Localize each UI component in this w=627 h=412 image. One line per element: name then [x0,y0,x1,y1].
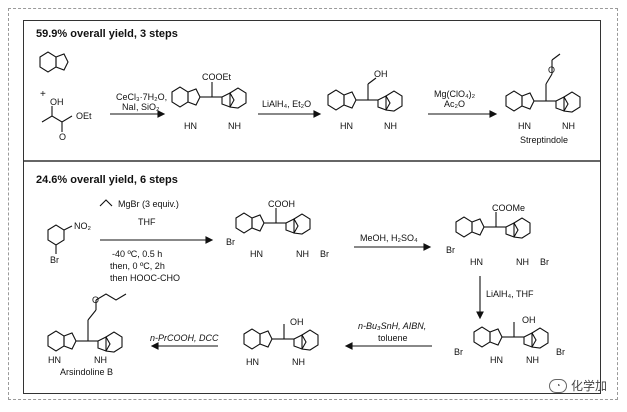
hn-label-2: HN [340,121,353,131]
indole-structure [39,51,69,73]
route2-header: 24.6% overall yield, 6 steps [36,174,178,186]
nh-label-d: NH [94,355,107,365]
step1-reagent-line2: NaI, SiO₂ [122,102,160,112]
hn-label-b: HN [490,355,503,365]
section-divider [24,160,600,162]
pyruvate-o-label: O [59,132,67,142]
bromo-label-a1: Br [226,237,235,247]
arsindoline-name: Arsindoline B [60,367,114,377]
nh-label-e: NH [516,257,529,267]
bromonitrobenzene-structure [47,224,73,254]
hn-label-r2a: HN [250,249,263,259]
dibromo-ester-structure [455,212,531,239]
step3-reagent-line1: Mg(ClO₄)₂ [434,89,476,99]
bisindole-ester-structure [171,82,247,109]
esterification-reagent: MeOH, H₂SO₄ [360,233,418,243]
bromo-label-a2: Br [320,249,329,259]
watermark-text: 化学加 [570,379,607,393]
ethyl-pyruvate-structure [41,106,73,132]
pyruvate-oet-label: OEt [76,111,92,121]
bromo-label-b1: Br [454,347,463,357]
watermark: ◔ 化学加 [548,377,607,394]
dibromo-acid-structure [235,208,311,235]
dibromo-alcohol-structure [473,322,549,349]
plus-sign: + [40,89,46,100]
arsindoline-b-structure [47,293,127,353]
ester-label: COOEt [202,72,232,82]
thf-solvent: THF [138,217,156,227]
grignard-reagent: MgBr (3 equiv.) [118,199,179,209]
bisindole-alcohol-2-structure [243,324,319,351]
hn-label-c: HN [246,357,259,367]
nh-label: NH [228,121,241,131]
hn-label-d: HN [48,355,61,365]
hn-label-3: HN [518,121,531,131]
bromo-label-b2: Br [556,347,565,357]
pyruvate-oh-label: OH [50,97,64,107]
bromo-label-sm: Br [50,255,59,265]
reduction-reagent: LiAlH₄, THF [486,289,534,299]
nh-label-b: NH [526,355,539,365]
acylation-reagent: n-PrCOOH, DCC [150,333,219,343]
oh-label-b: OH [522,315,536,325]
condition-line3: then HOOC-CHO [110,273,181,283]
n-label-e: HN [470,257,483,267]
acid-label: COOH [268,199,295,209]
bromo-label-e1: Br [446,245,455,255]
debromination-reagent-line2: toluene [378,333,408,343]
streptindole-name: Streptindole [520,135,569,145]
nh-label-2: NH [384,121,397,131]
hn-label: HN [184,121,197,131]
wechat-icon: ◔ [548,378,567,393]
scheme-panel [23,20,601,394]
nh-label-r2a: NH [296,249,309,259]
nh-label-3: NH [562,121,575,131]
ester-o-label: O [92,295,100,305]
step1-reagent-line1: CeCl₃·7H₂O, [116,92,168,102]
nh-label-c: NH [292,357,305,367]
oh-label-c: OH [290,317,304,327]
step3-reagent-line2: Ac₂O [444,99,465,109]
streptindole-structure [505,53,581,113]
ester-label-r2: COOMe [492,203,526,213]
alcohol-oh-label: OH [374,69,388,79]
bisindole-alcohol-structure [327,77,403,112]
acetate-o-label: O [548,65,556,75]
nitro-label: NO₂ [74,221,91,231]
debromination-reagent-line1: n-Bu₃SnH, AIBN, [358,321,427,331]
condition-line2: then, 0 ºC, 2h [110,261,165,271]
route1-header: 59.9% overall yield, 3 steps [36,28,178,40]
condition-line1: -40 ºC, 0.5 h [112,249,163,259]
bromo-label-e2: Br [540,257,549,267]
outer-dashed-frame [8,8,618,400]
vinyl-group [99,199,113,207]
step2-reagent: LiAlH₄, Et₂O [262,99,312,109]
